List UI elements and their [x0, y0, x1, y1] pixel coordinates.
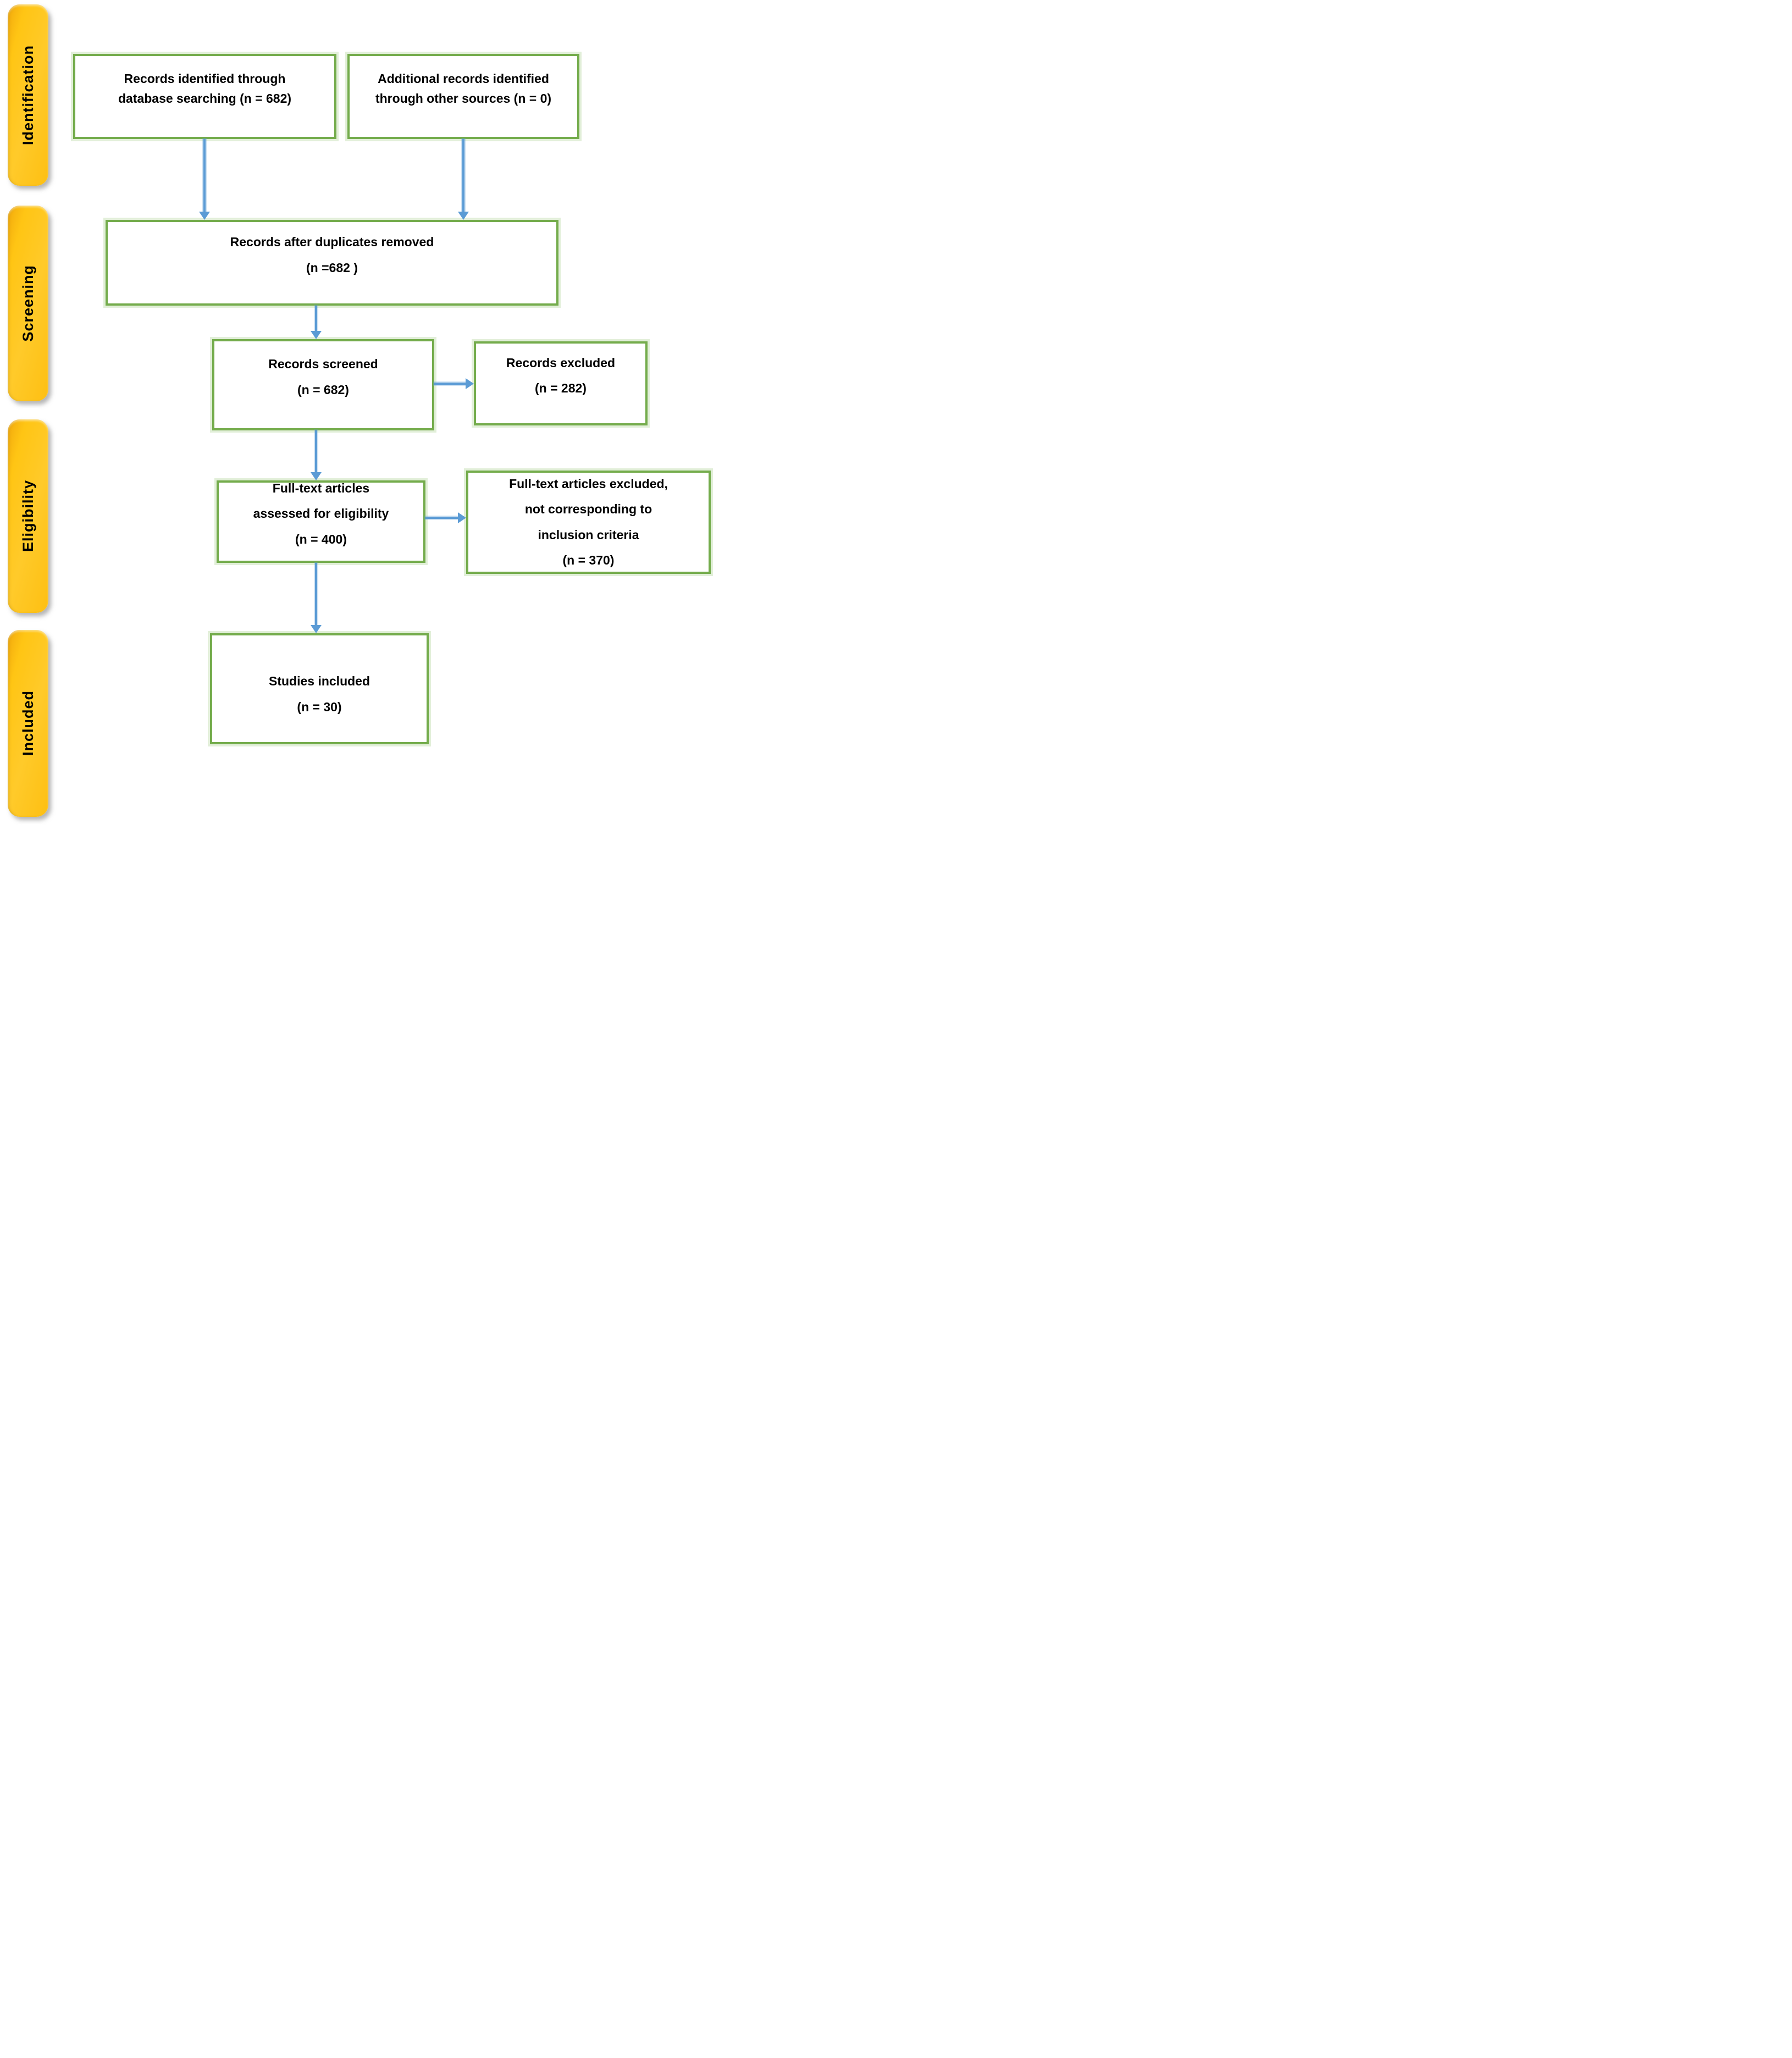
- arrow-shaft: [315, 430, 317, 474]
- box-text: Records after duplicates removed: [230, 235, 434, 250]
- arrow-shaft: [434, 383, 467, 385]
- arrow-head-down-icon: [458, 212, 469, 220]
- stage-label-text: Screening: [19, 265, 36, 342]
- box-count: (n = 370): [562, 552, 615, 567]
- prisma-flow-diagram: Identification Screening Eligibility Inc…: [0, 0, 717, 825]
- box-text: assessed for eligibility: [253, 506, 389, 521]
- stage-label-identification: Identification: [8, 4, 48, 186]
- box-text: Full-text articles excluded,: [509, 477, 668, 491]
- box-count: (n = 282): [535, 381, 587, 395]
- box-records-excluded: Records excluded (n = 282): [474, 341, 648, 425]
- box-text: through other sources (n = 0): [375, 91, 552, 106]
- arrow-shaft: [462, 139, 464, 213]
- box-text: Additional records identified: [378, 71, 549, 86]
- box-text: Records screened: [268, 357, 378, 372]
- box-count: (n =682 ): [306, 260, 358, 275]
- box-count: (n = 30): [297, 699, 342, 714]
- arrow-head-right-icon: [466, 378, 474, 389]
- stage-label-included: Included: [8, 630, 48, 817]
- arrow-duplicates-to-screened: [311, 306, 322, 339]
- box-text: Records identified through: [124, 71, 286, 86]
- box-text: inclusion criteria: [538, 527, 639, 542]
- arrow-head-down-icon: [311, 472, 322, 480]
- box-text: not corresponding to: [524, 502, 652, 517]
- box-text: Records excluded: [506, 355, 616, 370]
- box-count: (n = 682): [297, 382, 349, 397]
- arrow-identified-to-duplicates: [199, 139, 210, 220]
- box-fulltext-excluded: Full-text articles excluded, not corresp…: [466, 471, 711, 574]
- box-additional-records: Additional records identified through ot…: [347, 54, 579, 139]
- box-text: Studies included: [268, 674, 370, 689]
- arrow-additional-to-duplicates: [458, 139, 469, 220]
- arrow-head-right-icon: [458, 512, 466, 523]
- arrow-screened-to-fulltext: [311, 430, 322, 480]
- box-count: (n = 400): [295, 532, 347, 546]
- arrow-shaft: [203, 139, 206, 213]
- box-records-identified: Records identified through database sear…: [73, 54, 336, 139]
- arrow-fulltext-to-included: [311, 563, 322, 633]
- stage-label-text: Included: [19, 690, 36, 756]
- box-fulltext-assessed: Full-text articles assessed for eligibil…: [217, 480, 425, 563]
- stage-label-screening: Screening: [8, 206, 48, 401]
- arrow-shaft: [315, 563, 317, 627]
- box-studies-included: Studies included (n = 30): [210, 633, 429, 744]
- stage-label-eligibility: Eligibility: [8, 419, 48, 613]
- arrow-head-down-icon: [311, 331, 322, 339]
- arrow-shaft: [315, 306, 317, 333]
- stage-label-text: Eligibility: [19, 480, 36, 552]
- box-text: database searching (n = 682): [118, 91, 292, 106]
- arrow-head-down-icon: [199, 212, 210, 220]
- arrow-screened-to-excluded: [434, 378, 474, 389]
- box-records-screened: Records screened (n = 682): [212, 339, 434, 430]
- arrow-fulltext-to-excluded: [425, 512, 466, 523]
- box-duplicates-removed: Records after duplicates removed (n =682…: [106, 220, 558, 306]
- arrow-shaft: [425, 517, 460, 519]
- box-text: Full-text articles: [272, 481, 370, 496]
- stage-label-text: Identification: [19, 45, 36, 145]
- arrow-head-down-icon: [311, 625, 322, 633]
